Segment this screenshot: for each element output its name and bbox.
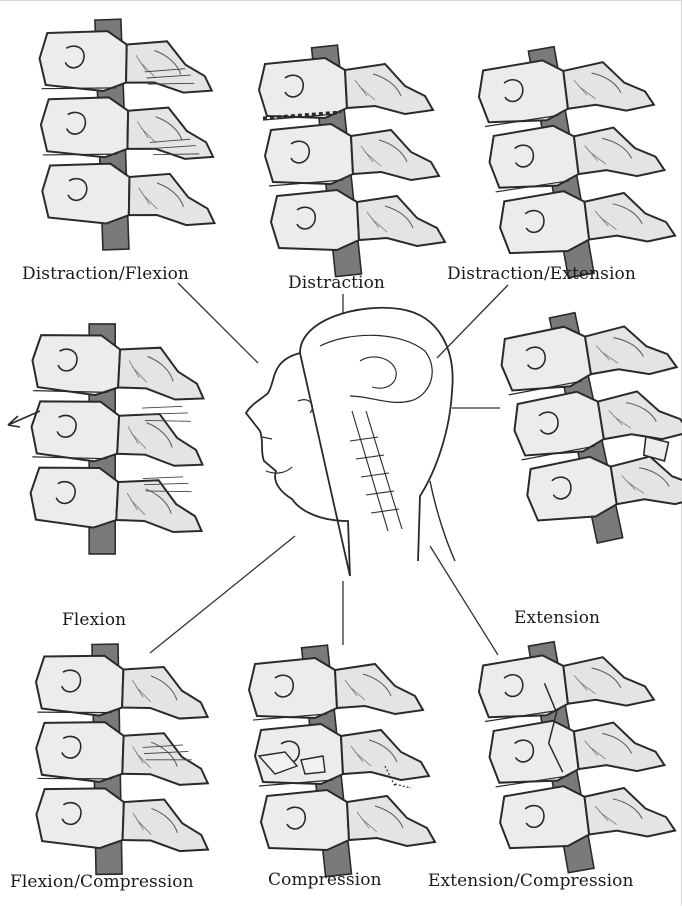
label-flexion: Flexion bbox=[62, 610, 126, 630]
panel-flexion-compression bbox=[20, 637, 225, 884]
head-neck-sagittal-illustration bbox=[246, 308, 455, 576]
label-extension-compression: Extension/Compression bbox=[428, 871, 634, 891]
connector-lines bbox=[150, 283, 508, 655]
panel-distraction-extension bbox=[476, 39, 678, 283]
label-distraction-flexion: Distraction/Flexion bbox=[22, 264, 189, 284]
label-flexion-compression: Flexion/Compression bbox=[10, 872, 194, 892]
panel-flexion-left bbox=[13, 316, 222, 566]
spine-column bbox=[350, 411, 402, 531]
panel-extension-right bbox=[497, 301, 682, 551]
label-extension: Extension bbox=[514, 608, 600, 628]
label-distraction: Distraction bbox=[288, 273, 385, 293]
panel-extension-compression bbox=[476, 634, 678, 878]
label-distraction-extension: Distraction/Extension bbox=[447, 264, 636, 284]
panel-compression bbox=[249, 645, 435, 876]
label-compression: Compression bbox=[268, 870, 382, 890]
panel-distraction bbox=[259, 45, 445, 276]
panel-distraction-flexion bbox=[27, 14, 229, 258]
